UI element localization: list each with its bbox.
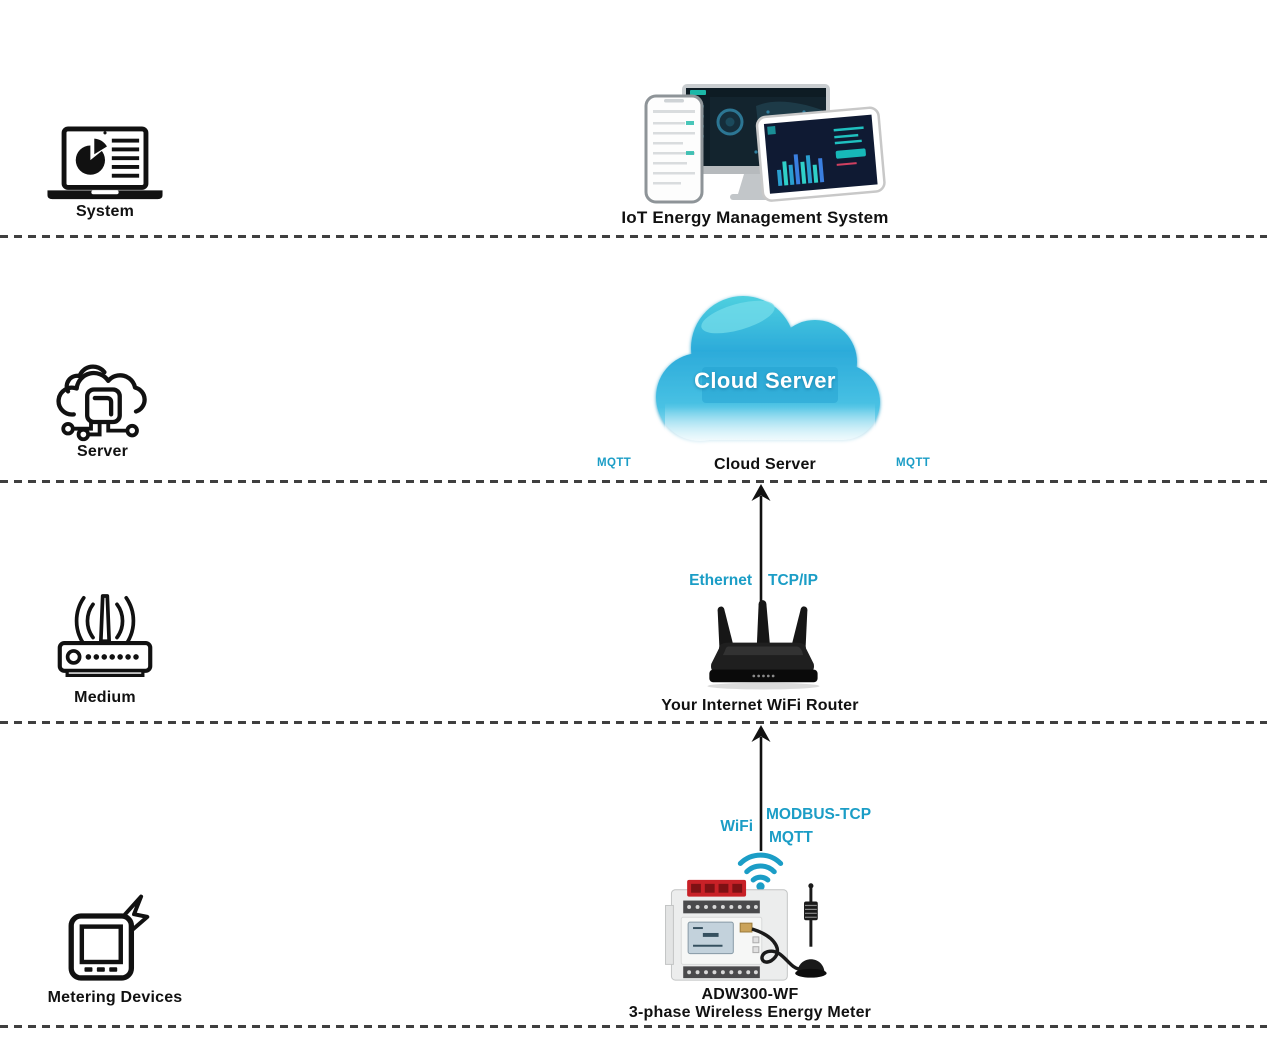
- system-label: System: [75, 203, 135, 220]
- iot-devices-image: [638, 82, 888, 210]
- mqtt-label-right: MQTT: [896, 457, 931, 469]
- modbus-tcp-label: MODBUS-TCP: [766, 806, 872, 823]
- ethernet-label: Ethernet: [689, 572, 752, 589]
- cloud-graphic: [640, 285, 890, 460]
- metering-device-icon: [55, 893, 175, 985]
- separator-line: [0, 1025, 1267, 1028]
- metering-devices-label: Metering Devices: [47, 989, 183, 1006]
- wifi-router-image: [690, 598, 835, 693]
- separator-line: [0, 480, 1267, 483]
- wifi-router-caption: Your Internet WiFi Router: [661, 697, 859, 714]
- tablet-graphic: [755, 106, 886, 202]
- server-icon: [45, 355, 160, 445]
- phone-graphic: [644, 94, 704, 204]
- cloud-title: Cloud Server: [694, 368, 836, 393]
- mqtt-label-left: MQTT: [597, 457, 632, 469]
- tcpip-label: TCP/IP: [768, 572, 818, 589]
- meter-caption-type: 3-phase Wireless Energy Meter: [628, 1004, 872, 1021]
- mqtt-link-label: MQTT: [769, 829, 813, 846]
- medium-label: Medium: [74, 689, 136, 706]
- laptop-icon: [40, 126, 170, 204]
- cloud-caption: Cloud Server: [714, 456, 816, 473]
- iot-system-caption: IoT Energy Management System: [621, 208, 889, 227]
- separator-line: [0, 721, 1267, 724]
- router-outline-icon: [45, 588, 165, 688]
- separator-line: [0, 235, 1267, 238]
- energy-meter-image: [660, 876, 840, 986]
- server-label: Server: [76, 443, 129, 460]
- meter-caption-model: ADW300-WF: [701, 986, 799, 1003]
- wifi-link-label: WiFi: [720, 818, 753, 835]
- wifi-signal-icon: [733, 845, 788, 893]
- arrow-meter-to-router: [748, 725, 774, 853]
